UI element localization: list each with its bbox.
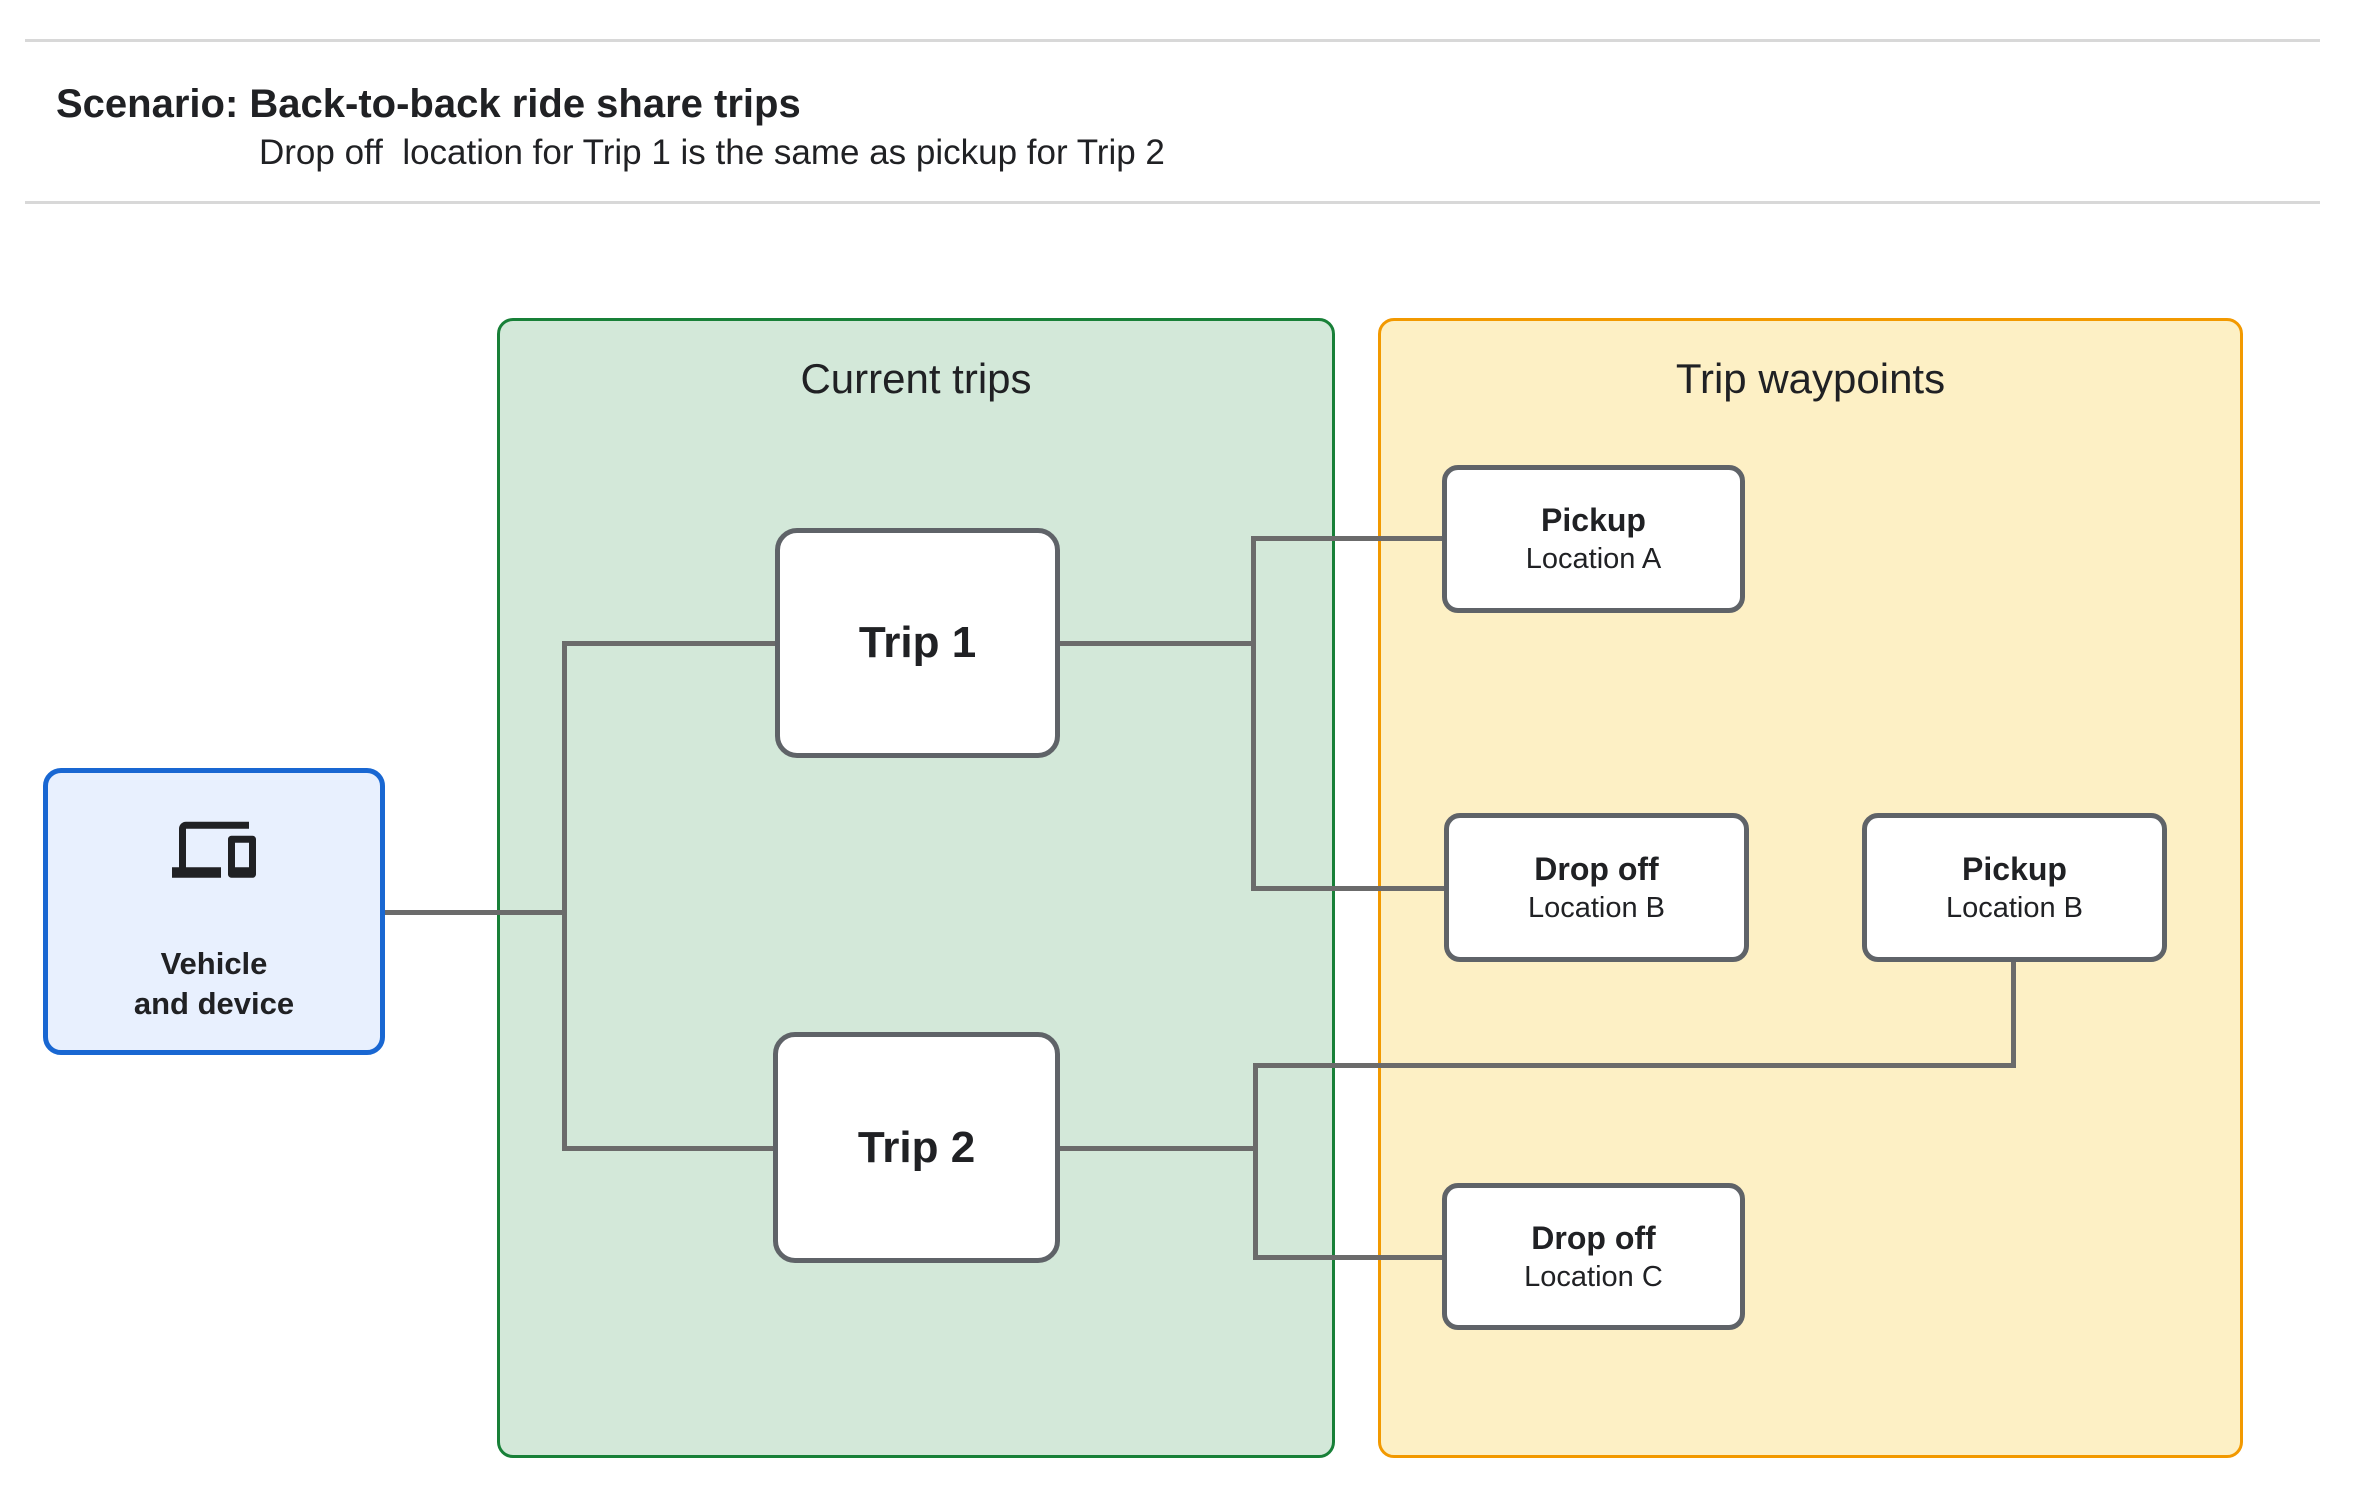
waypoint-type-label: Pickup	[1541, 502, 1646, 538]
connector-pickup-b-drop	[2011, 960, 2016, 1068]
separator-line-bottom	[25, 201, 2320, 204]
waypoint-location-label: Location C	[1524, 1260, 1663, 1293]
devices-icon	[172, 813, 256, 883]
vehicle-label-line1: Vehicle	[160, 946, 268, 981]
waypoint-location-label: Location B	[1945, 891, 2084, 924]
connector-trip2-to-pickup-b	[1253, 1063, 2016, 1068]
connector-left-trunk	[562, 641, 567, 1151]
waypoint-type-label: Pickup	[1962, 850, 2067, 887]
waypoint-type-label: Drop off	[1531, 1219, 1656, 1256]
current-trips-group-label: Current trips	[800, 355, 1032, 402]
waypoint-pickup-location-a: Pickup Location A	[1442, 465, 1745, 613]
trip-1-node: Trip 1	[775, 528, 1060, 758]
connector-trunk-to-trip2	[562, 1146, 775, 1151]
separator-line-top	[25, 39, 2320, 42]
waypoint-type-label: Drop off	[1534, 850, 1659, 887]
trip-1-label: Trip 1	[858, 618, 977, 667]
scenario-title: Scenario: Back-to-back ride share trips	[56, 82, 801, 126]
connector-vehicle-to-trunk	[383, 910, 567, 915]
trip-2-label: Trip 2	[857, 1122, 976, 1172]
connector-trip1-to-trunk	[1058, 641, 1256, 646]
waypoint-location-label: Location B	[1527, 891, 1666, 924]
connector-trunk-to-trip1	[562, 641, 777, 646]
waypoint-dropoff-location-b: Drop off Location B	[1444, 813, 1749, 962]
connector-trip2-trunk	[1253, 1063, 1258, 1260]
connector-trip2-to-dropoff-c	[1253, 1255, 1444, 1260]
vehicle-node-label: Vehicle and device	[134, 944, 294, 1024]
waypoint-location-label: Location A	[1525, 543, 1662, 575]
connector-trip1-to-pickup-a	[1251, 536, 1444, 541]
scenario-subtitle: Drop off location for Trip 1 is the same…	[259, 133, 1165, 172]
waypoint-pickup-location-b: Pickup Location B	[1862, 813, 2167, 962]
connector-trip1-to-dropoff-b	[1251, 886, 1446, 891]
trip-2-node: Trip 2	[773, 1032, 1060, 1263]
waypoint-dropoff-location-c: Drop off Location C	[1442, 1183, 1745, 1330]
connector-trip2-to-trunk	[1058, 1146, 1258, 1151]
current-trips-group: Current trips	[497, 318, 1335, 1458]
vehicle-and-device-node: Vehicle and device	[43, 768, 385, 1055]
vehicle-label-line2: and device	[133, 986, 295, 1021]
connector-trip1-trunk	[1251, 536, 1256, 891]
trip-waypoints-group-label: Trip waypoints	[1675, 355, 1946, 402]
